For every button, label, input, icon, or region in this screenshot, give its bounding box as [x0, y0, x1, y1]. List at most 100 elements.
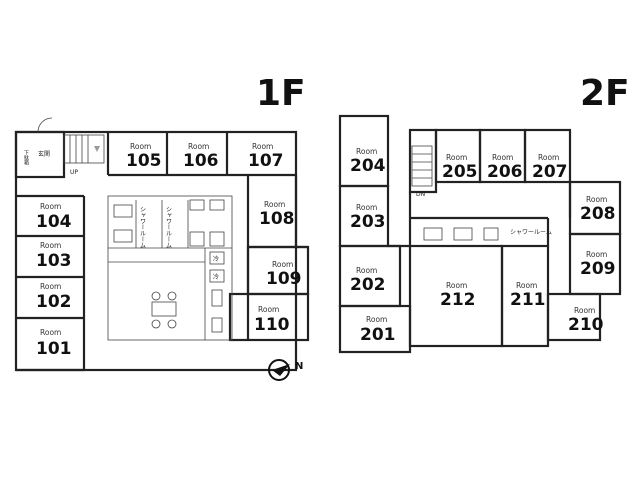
room-word: Room	[252, 142, 273, 151]
fridge-icon	[209, 269, 225, 283]
room-word: Room	[258, 305, 279, 314]
room-101: Room 101	[36, 328, 72, 359]
chair-icon	[167, 319, 177, 329]
room-number: 211	[510, 290, 546, 310]
chair-icon	[151, 319, 161, 329]
room-108: Room 108	[259, 200, 295, 229]
room-number: 204	[350, 156, 386, 176]
floor-1f-walls	[14, 130, 310, 372]
room-106: Room 106	[183, 142, 219, 171]
room-207: Room 207	[532, 153, 568, 182]
microwave-icon	[211, 289, 223, 307]
room-word: Room	[446, 281, 467, 290]
washing-machine-icon	[209, 231, 225, 247]
room-103: Room 103	[36, 241, 72, 271]
entrance-area: 下駄箱 玄関 UP	[23, 117, 105, 176]
room-number: 110	[254, 315, 290, 335]
room-word: Room	[272, 260, 293, 269]
room-209: Room 209	[580, 250, 616, 279]
sink-icon	[189, 199, 205, 211]
room-203: Room 203	[350, 203, 386, 232]
staircase	[63, 134, 105, 164]
room-211: Room 211	[510, 281, 546, 310]
shower-room-label: シャワールーム	[165, 206, 172, 248]
stairs-down-label: DN	[416, 191, 425, 198]
room-number: 108	[259, 209, 295, 229]
room-word: Room	[188, 142, 209, 151]
stairs-up-label: UP	[70, 169, 78, 176]
entrance-door-swing	[37, 117, 53, 133]
north-arrow-icon: N	[268, 359, 303, 381]
room-word: Room	[356, 147, 377, 156]
entrance-label: 玄関	[38, 150, 50, 158]
chair-icon	[151, 291, 161, 301]
room-word: Room	[356, 266, 377, 275]
floor-2f-walls	[338, 114, 622, 354]
room-number: 202	[350, 275, 386, 295]
room-word: Room	[40, 282, 61, 291]
shower-room-label: シャワールーム	[139, 206, 146, 248]
room-105: Room 105	[126, 142, 162, 171]
fixtures-2f: シャワールーム	[423, 227, 552, 241]
toilet-icon	[113, 204, 133, 218]
toilet-icon	[453, 227, 473, 241]
toilet-icon	[423, 227, 443, 241]
room-202: Room 202	[350, 266, 386, 295]
room-word: Room	[538, 153, 559, 162]
room-number: 205	[442, 162, 478, 182]
fridge-label: 冷	[213, 255, 219, 263]
room-word: Room	[40, 241, 61, 250]
stove-icon	[211, 317, 223, 333]
shoe-box-label: 下駄箱	[23, 150, 29, 166]
room-number: 201	[360, 325, 396, 345]
room-107: Room 107	[248, 142, 284, 171]
chair-icon	[167, 291, 177, 301]
room-number: 109	[266, 269, 302, 289]
room-206: Room 206	[487, 153, 523, 182]
room-word: Room	[586, 250, 607, 259]
compass-letter: N	[295, 361, 303, 372]
room-number: 104	[36, 212, 72, 232]
room-number: 105	[126, 151, 162, 171]
washing-machine-icon	[189, 231, 205, 247]
room-number: 212	[440, 290, 476, 310]
room-word: Room	[574, 306, 595, 315]
room-204: Room 204	[350, 147, 386, 176]
room-number: 206	[487, 162, 523, 182]
room-word: Room	[516, 281, 537, 290]
room-word: Room	[130, 142, 151, 151]
room-104: Room 104	[36, 202, 72, 232]
room-201: Room 201	[360, 315, 396, 345]
room-number: 209	[580, 259, 616, 279]
room-number: 208	[580, 204, 616, 224]
floor-1f: 下駄箱 玄関 UP シャワールーム シャワールーム 冷 冷	[14, 117, 310, 372]
room-word: Room	[40, 328, 61, 337]
sink-icon	[209, 199, 225, 211]
room-number: 207	[532, 162, 568, 182]
room-number: 203	[350, 212, 386, 232]
room-word: Room	[264, 200, 285, 209]
floor-label-2f: 2F	[580, 73, 630, 114]
room-210: Room 210	[568, 306, 604, 335]
shower-room-label: シャワールーム	[510, 229, 552, 236]
staircase	[411, 145, 433, 187]
toilet-icon	[113, 229, 133, 243]
room-number: 107	[248, 151, 284, 171]
room-word: Room	[366, 315, 387, 324]
dining-table	[151, 301, 177, 317]
room-word: Room	[586, 195, 607, 204]
room-word: Room	[492, 153, 513, 162]
room-word: Room	[356, 203, 377, 212]
room-word: Room	[40, 202, 61, 211]
stairs-2f: DN	[411, 145, 433, 198]
room-number: 210	[568, 315, 604, 335]
stairs-arrow-icon	[94, 146, 100, 152]
room-208: Room 208	[580, 195, 616, 224]
floor-2f: DN シャワールーム Room 201 Room 202 Room 203 Ro…	[338, 114, 622, 354]
room-number: 103	[36, 251, 72, 271]
room-number: 102	[36, 292, 72, 312]
room-110: Room 110	[254, 305, 290, 335]
fridge-icon	[209, 251, 225, 265]
room-word: Room	[446, 153, 467, 162]
